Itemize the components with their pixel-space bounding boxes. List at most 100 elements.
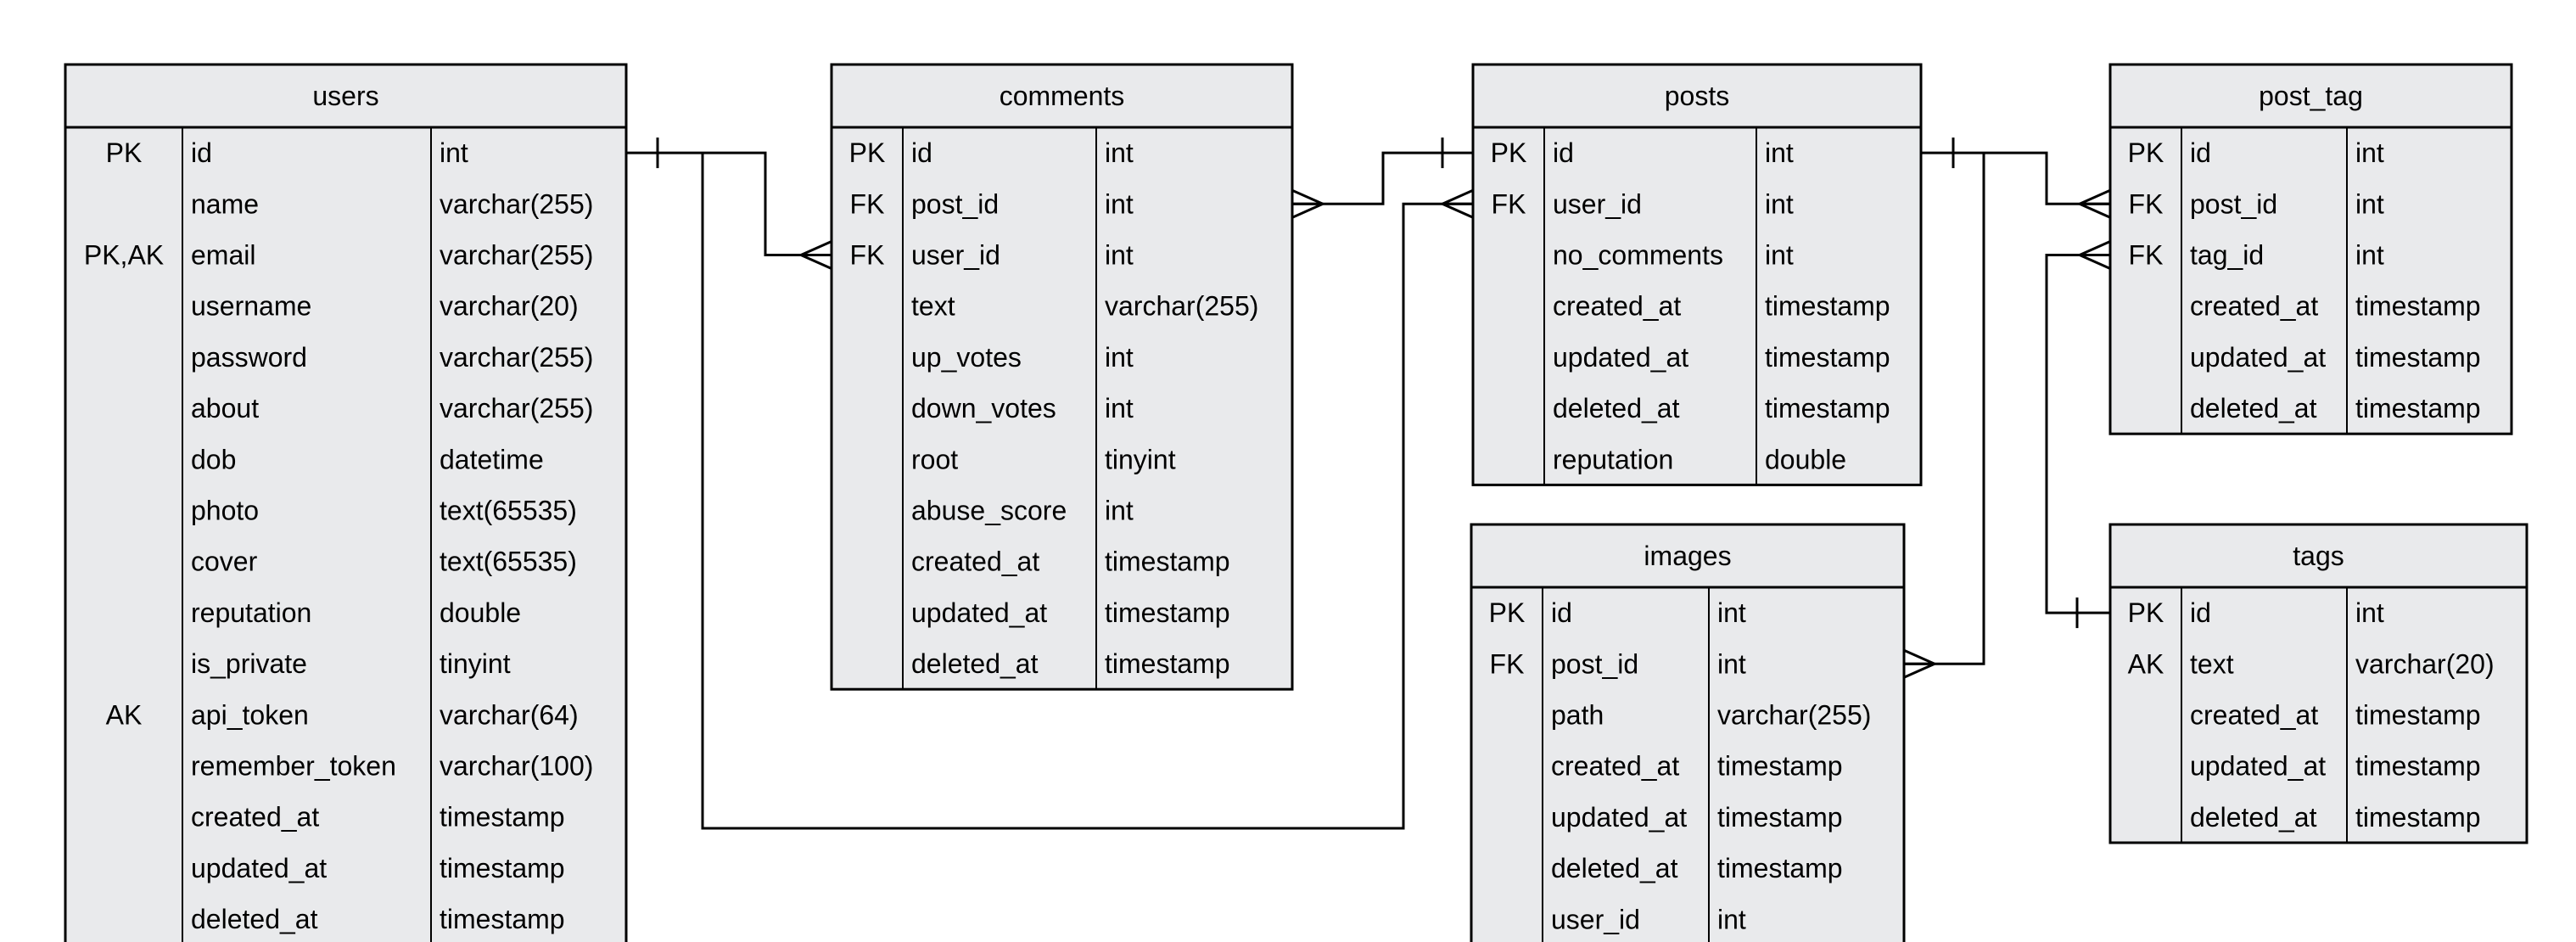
- field-type-cell: int: [1717, 597, 1746, 628]
- field-type-cell: tinyint: [1105, 444, 1176, 474]
- field-type-cell: int: [1105, 342, 1134, 373]
- field-type-cell: tinyint: [440, 648, 511, 679]
- key-cell: FK: [850, 188, 885, 219]
- key-cell: PK: [2128, 137, 2164, 168]
- field-type-cell: int: [2355, 137, 2384, 168]
- field-name-cell: root: [911, 444, 958, 474]
- relationship-lines: [626, 137, 2111, 830]
- field-type-cell: int: [1105, 137, 1134, 168]
- field-type-cell: int: [1765, 137, 1794, 168]
- field-type-cell: int: [440, 137, 468, 168]
- field-name-cell: down_votes: [911, 393, 1056, 423]
- posts-post-tag-line: [1921, 151, 2110, 205]
- field-name-cell: deleted_at: [1553, 393, 1680, 423]
- field-type-cell: int: [1105, 496, 1134, 526]
- field-name-cell: up_votes: [911, 342, 1022, 373]
- key-cell: PK,AK: [84, 240, 164, 271]
- users-posts-line: [701, 153, 1473, 830]
- field-name-cell: post_id: [1551, 648, 1638, 679]
- field-name-cell: no_comments: [1553, 240, 1723, 271]
- field-name-cell: created_at: [1551, 751, 1679, 782]
- field-name-cell: user_id: [1553, 188, 1642, 219]
- field-type-cell: int: [1765, 188, 1794, 219]
- field-name-cell: id: [1553, 137, 1574, 168]
- field-name-cell: deleted_at: [191, 904, 318, 934]
- field-name-cell: id: [191, 137, 212, 168]
- entity-box: [2108, 523, 2528, 844]
- entity-box: [830, 63, 1294, 691]
- entity-box: [64, 63, 628, 942]
- many-marker: [800, 240, 832, 270]
- key-cell: PK: [1491, 137, 1527, 168]
- field-name-cell: id: [2190, 137, 2211, 168]
- posts-comments-line: [1292, 151, 1473, 205]
- entity-title: users: [312, 81, 378, 111]
- entity-title: posts: [1665, 81, 1729, 111]
- field-name-cell: dob: [191, 444, 236, 474]
- key-cell: PK: [2128, 597, 2164, 628]
- field-name-cell: post_id: [911, 188, 999, 219]
- field-type-cell: timestamp: [1717, 751, 1843, 782]
- field-type-cell: text(65535): [440, 547, 577, 577]
- field-type-cell: double: [440, 597, 521, 628]
- field-name-cell: post_id: [2190, 188, 2277, 219]
- many-marker: [1291, 188, 1324, 219]
- field-name-cell: updated_at: [1553, 342, 1688, 373]
- entity-title: comments: [1000, 81, 1125, 111]
- field-type-cell: timestamp: [2355, 393, 2481, 423]
- field-name-cell: user_id: [911, 240, 1000, 271]
- field-type-cell: timestamp: [1765, 393, 1890, 423]
- field-name-cell: name: [191, 188, 259, 219]
- field-type-cell: varchar(255): [440, 240, 593, 271]
- field-type-cell: varchar(255): [440, 393, 593, 423]
- field-type-cell: timestamp: [440, 853, 565, 883]
- field-type-cell: timestamp: [1105, 547, 1230, 577]
- field-type-cell: timestamp: [1105, 648, 1230, 679]
- field-name-cell: updated_at: [1551, 802, 1687, 833]
- field-name-cell: id: [2190, 597, 2211, 628]
- field-name-cell: created_at: [911, 547, 1039, 577]
- key-cell: PK: [1489, 597, 1526, 628]
- table-row: root tinyint: [911, 444, 1176, 474]
- field-name-cell: created_at: [2190, 700, 2318, 731]
- field-name-cell: updated_at: [191, 853, 327, 883]
- field-type-cell: timestamp: [1765, 291, 1890, 322]
- field-type-cell: varchar(255): [1717, 700, 1871, 731]
- table-row: deleted_at timestamp: [1553, 393, 1890, 423]
- field-name-cell: created_at: [1553, 291, 1681, 322]
- table-row: created_at timestamp: [1551, 751, 1843, 782]
- entity-box: [1471, 63, 1923, 486]
- field-type-cell: varchar(20): [440, 291, 579, 322]
- field-name-cell: reputation: [1553, 444, 1673, 474]
- entity-title: post_tag: [2259, 81, 2363, 111]
